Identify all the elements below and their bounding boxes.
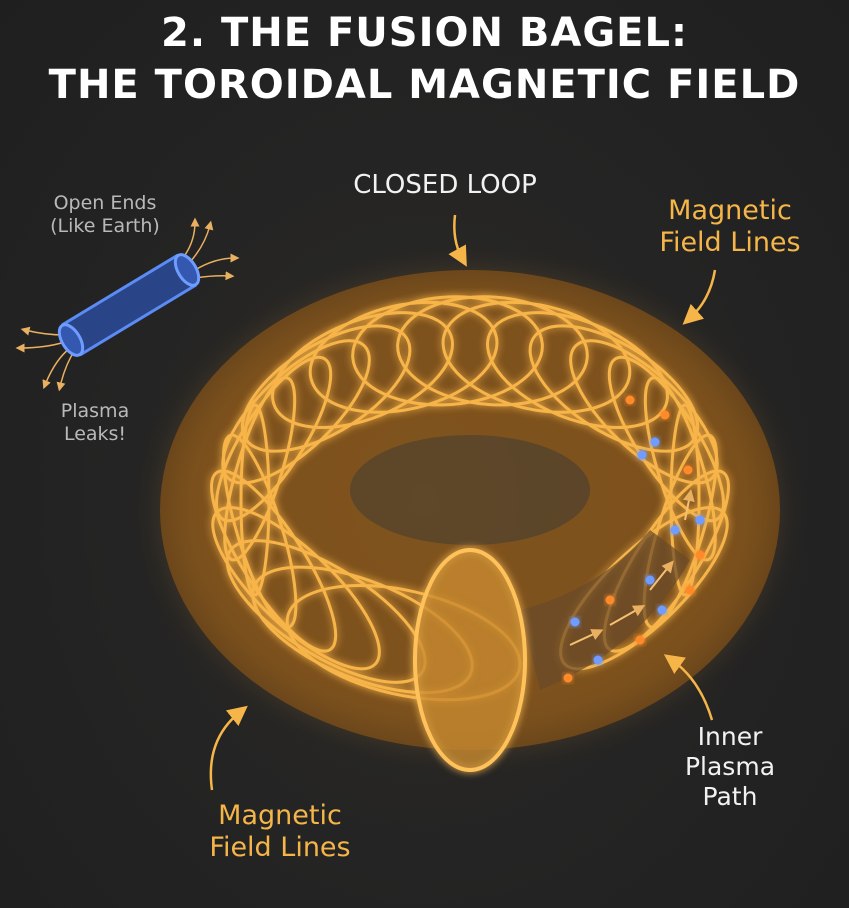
blue-ion bbox=[695, 515, 705, 525]
magnetic-field-ring bbox=[223, 376, 297, 562]
open-ends-label: Open Ends (Like Earth) bbox=[30, 192, 180, 238]
blue-ion bbox=[570, 617, 580, 627]
orange-ion bbox=[660, 410, 670, 420]
magnetic-field-ring bbox=[643, 376, 717, 562]
pointer-arrows bbox=[209, 214, 717, 791]
magnetic-field-ring bbox=[569, 339, 719, 485]
field-lines-top-label: Magnetic Field Lines bbox=[640, 195, 820, 260]
orange-ion bbox=[683, 465, 693, 475]
blue-ion bbox=[593, 655, 603, 665]
label-line: Magnetic bbox=[218, 800, 342, 831]
label-line: Inner bbox=[697, 722, 763, 751]
title-line-2: THE TOROIDAL MAGNETIC FIELD bbox=[48, 62, 801, 108]
magnetic-field-ring bbox=[396, 295, 589, 407]
inner-plasma-path bbox=[413, 395, 705, 772]
label-line: Plasma bbox=[684, 752, 776, 781]
magnetic-field-ring bbox=[351, 295, 544, 407]
blue-ion bbox=[637, 450, 647, 460]
orange-ion bbox=[635, 635, 645, 645]
magnetic-field-ring bbox=[669, 403, 701, 597]
title-line-1: 2. THE FUSION BAGEL: bbox=[161, 10, 688, 56]
blue-ion bbox=[645, 575, 655, 585]
label-line: Magnetic bbox=[668, 195, 792, 226]
orange-ion bbox=[563, 673, 573, 683]
label-line: Field Lines bbox=[209, 832, 351, 864]
orange-ion bbox=[625, 395, 635, 405]
label-line: Open Ends bbox=[53, 192, 157, 214]
open-tube-icon bbox=[15, 217, 240, 392]
orange-ion bbox=[695, 550, 705, 560]
magnetic-field-ring bbox=[239, 403, 271, 597]
field-lines-bottom-label: Magnetic Field Lines bbox=[190, 800, 370, 865]
label-line: (Like Earth) bbox=[50, 214, 160, 237]
orange-ion bbox=[685, 585, 695, 595]
blue-ion bbox=[650, 437, 660, 447]
magnetic-field-ring bbox=[214, 355, 333, 523]
inner-plasma-path-label: Inner Plasma Path bbox=[670, 722, 790, 812]
label-line: Field Lines bbox=[659, 227, 801, 259]
label-line: Plasma bbox=[60, 400, 130, 422]
label-line: Leaks! bbox=[63, 422, 127, 445]
label-line: Path bbox=[702, 782, 758, 811]
magnetic-field-ring bbox=[441, 300, 632, 414]
blue-ion bbox=[670, 525, 680, 535]
orange-ion bbox=[605, 595, 615, 605]
blue-ion bbox=[657, 605, 667, 615]
closed-loop-label: CLOSED LOOP bbox=[353, 170, 537, 200]
magnetic-field-ring bbox=[308, 300, 499, 414]
plasma-leaks-label: Plasma Leaks! bbox=[40, 400, 150, 446]
magnetic-field-ring bbox=[486, 311, 669, 430]
